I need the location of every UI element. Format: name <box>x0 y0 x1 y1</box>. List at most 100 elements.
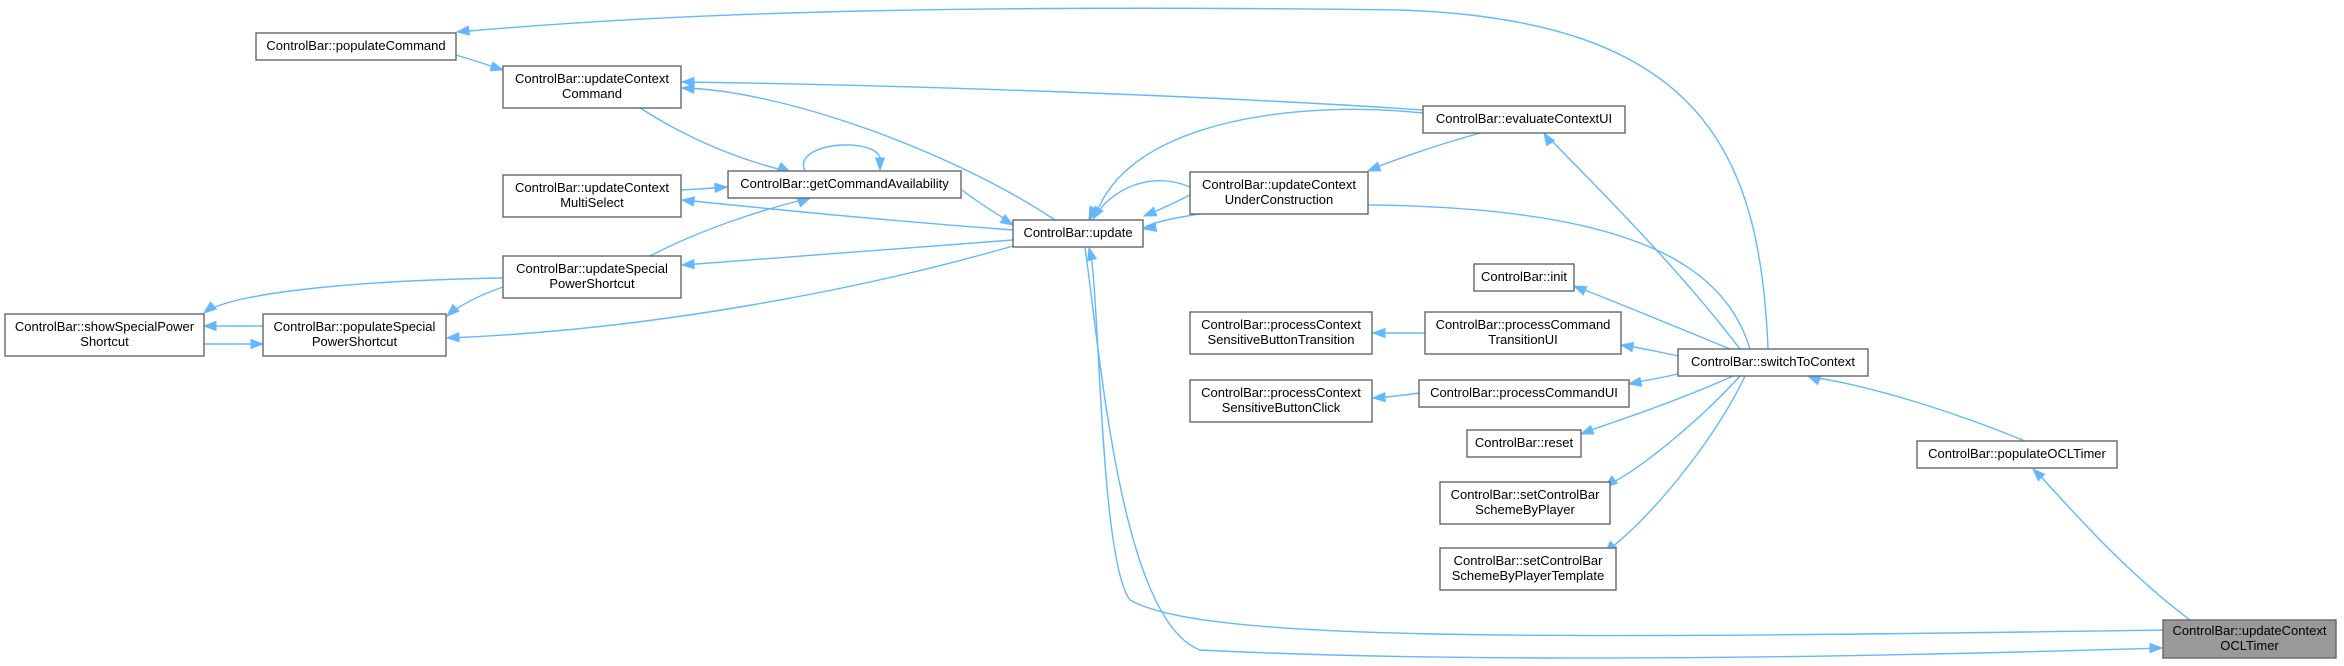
edge-update-to-updateContextOCLTimer <box>1084 247 2164 659</box>
node-processContextSensitiveButtonClick[interactable]: ControlBar::processContextSensitiveButto… <box>1189 379 1373 423</box>
edge-populateCommand-to-updateContextCommand <box>455 54 505 72</box>
edge-switchToContext-to-update <box>1142 203 1751 350</box>
edge-arrowhead <box>1092 205 1104 221</box>
edge-update-to-updateSpecialPowerShortcut <box>680 239 1014 270</box>
node-box[interactable] <box>1012 219 1144 248</box>
node-label-line: TransitionUI <box>1488 332 1558 347</box>
edge-arrowhead <box>1142 221 1158 232</box>
node-processContextSensitiveButtonTransition[interactable]: ControlBar::processContextSensitiveButto… <box>1189 311 1373 355</box>
node-box[interactable] <box>1424 311 1622 355</box>
node-box[interactable] <box>1466 429 1582 458</box>
node-label-line: ControlBar::setControlBar <box>1454 553 1604 568</box>
edge-line <box>1084 247 2163 659</box>
node-update[interactable]: ControlBar::update <box>1012 219 1144 248</box>
edge-updateContextUnderConstruction-to-update <box>1092 180 1191 221</box>
node-populateOCLTimer[interactable]: ControlBar::populateOCLTimer <box>1916 440 2118 469</box>
edge-line <box>1093 180 1191 219</box>
edge-line <box>1605 375 1746 553</box>
node-box[interactable] <box>502 174 682 218</box>
node-switchToContext[interactable]: ControlBar::switchToContext <box>1677 348 1869 377</box>
edge-arrowhead <box>1142 206 1158 217</box>
node-label-line: ControlBar::updateContext <box>515 71 669 86</box>
edge-updateSpecialPowerShortcut-to-populateSpecialPowerShortcut <box>445 286 504 317</box>
node-box[interactable] <box>1439 547 1617 591</box>
edge-line <box>204 277 504 313</box>
node-box[interactable] <box>262 313 447 357</box>
node-box[interactable] <box>1189 311 1373 355</box>
edge-arrowhead <box>1371 392 1386 403</box>
edge-line <box>457 7 1769 350</box>
edge-layer <box>202 7 2191 659</box>
edge-arrowhead <box>1366 161 1382 172</box>
edge-line <box>802 144 882 172</box>
node-box[interactable] <box>2162 619 2337 659</box>
edge-line <box>682 199 1014 231</box>
node-label-line: ControlBar::processContext <box>1201 317 1361 332</box>
edge-updateSpecialPowerShortcut-to-showSpecialPowerShortcut <box>202 277 504 314</box>
edge-evaluateContextUI-to-updateContextCommand <box>680 76 1424 111</box>
edge-arrowhead <box>1579 424 1595 435</box>
node-box[interactable] <box>255 32 457 61</box>
edge-switchToContext-to-evaluateContextUI <box>1543 131 1741 350</box>
node-label-line: OCLTimer <box>2220 638 2279 653</box>
node-box[interactable] <box>1189 379 1373 423</box>
node-setControlBarSchemeByPlayerTemplate[interactable]: ControlBar::setControlBarSchemeByPlayerT… <box>1439 547 1617 591</box>
edge-switchToContext-to-processCommandUI <box>1627 373 1679 387</box>
node-box[interactable] <box>1916 440 2118 469</box>
node-label-line: ControlBar::updateContext <box>1202 177 1356 192</box>
edge-line <box>447 245 1014 339</box>
edge-processCommandTransitionUI-to-processContextSensitiveButtonTransition <box>1371 327 1426 339</box>
node-processCommandUI[interactable]: ControlBar::processCommandUI <box>1418 379 1630 408</box>
node-box[interactable] <box>1439 481 1611 525</box>
node-label-line: MultiSelect <box>560 195 624 210</box>
edge-arrowhead <box>874 157 886 172</box>
node-init[interactable]: ControlBar::init <box>1473 263 1575 292</box>
edge-line <box>2034 469 2191 621</box>
node-box[interactable] <box>1422 105 1626 134</box>
node-box[interactable] <box>502 65 682 109</box>
node-label-line: Shortcut <box>80 334 129 349</box>
edge-switchToContext-to-reset <box>1579 375 1734 435</box>
node-box[interactable] <box>502 255 682 299</box>
node-evaluateContextUI[interactable]: ControlBar::evaluateContextUI <box>1422 105 1626 134</box>
node-box[interactable] <box>727 170 962 199</box>
node-label-line: ControlBar::update <box>1023 225 1132 240</box>
node-label-line: ControlBar::updateSpecial <box>516 261 668 276</box>
edge-arrowhead <box>680 83 695 94</box>
node-label-line: SensitiveButtonClick <box>1222 400 1341 415</box>
edge-evaluateContextUI-to-updateContextUnderConstruction <box>1366 132 1481 172</box>
node-box[interactable] <box>1473 263 1575 292</box>
node-updateContextUnderConstruction[interactable]: ControlBar::updateContextUnderConstructi… <box>1189 171 1369 215</box>
node-box[interactable] <box>4 313 205 357</box>
edge-arrowhead <box>796 197 812 208</box>
node-populateCommand[interactable]: ControlBar::populateCommand <box>255 32 457 61</box>
edge-arrowhead <box>2149 642 2164 654</box>
edge-line <box>1368 132 1481 171</box>
node-box[interactable] <box>1677 348 1869 377</box>
edge-line <box>682 239 1014 266</box>
node-reset[interactable]: ControlBar::reset <box>1466 429 1582 458</box>
edge-arrowhead <box>1619 342 1635 353</box>
node-getCommandAvailability[interactable]: ControlBar::getCommandAvailability <box>727 170 962 199</box>
edge-line <box>1143 203 1751 350</box>
node-label-line: SensitiveButtonTransition <box>1208 332 1355 347</box>
edge-arrowhead <box>1086 246 1098 262</box>
edge-line <box>682 81 1424 111</box>
edge-arrowhead <box>680 259 695 270</box>
edge-updateContextCommand-to-getCommandAvailability <box>639 107 792 173</box>
node-box[interactable] <box>1189 171 1369 215</box>
node-box[interactable] <box>1418 379 1630 408</box>
node-label-line: SchemeByPlayer <box>1475 502 1575 517</box>
node-label-line: ControlBar::setControlBar <box>1451 487 1601 502</box>
edge-arrowhead <box>680 76 695 88</box>
